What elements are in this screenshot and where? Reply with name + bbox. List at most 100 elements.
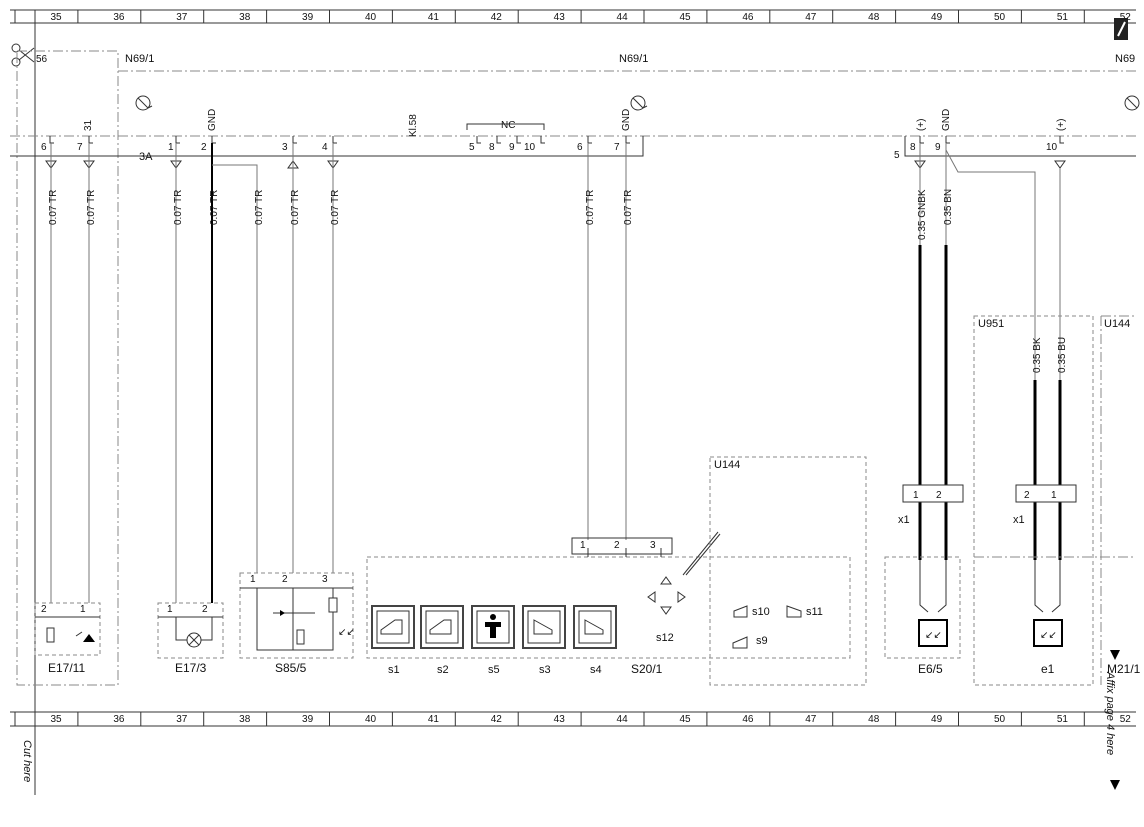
svg-text:↙↙: ↙↙ (1040, 630, 1057, 641)
wire-label: 0.07 TR (86, 190, 97, 225)
grid-column-number: 36 (113, 12, 125, 23)
ground-icon (1124, 95, 1140, 111)
pin-number: 2 (202, 604, 208, 615)
switch-label: s12 (656, 632, 674, 644)
prev-page-ref: 56 (36, 54, 48, 65)
grid-column-number: 37 (176, 714, 188, 725)
ground-icon (135, 95, 153, 111)
pin-number: 9 (509, 142, 515, 153)
grid-column-number: 49 (931, 714, 943, 725)
grid-column-number: 36 (113, 714, 125, 725)
component-e6-5: x1 1 2 ↙↙ E6/5 (884, 484, 964, 676)
grid-column-number: 45 (679, 12, 691, 23)
grid-column-number: 41 (428, 714, 440, 725)
n69-left-label: N69/1 (125, 53, 154, 65)
grid-column-number: 38 (239, 12, 251, 23)
component-label: S20/1 (631, 662, 663, 676)
switch-s3 (522, 605, 566, 649)
grid-column-number: 41 (428, 12, 440, 23)
pin-number: 9 (935, 142, 941, 153)
switch-s5 (471, 605, 515, 649)
pin-number: 5 (894, 150, 900, 161)
grid-column-number: 40 (365, 12, 377, 23)
grid-column-number: 48 (868, 714, 880, 725)
n69-right-label: N69 (1115, 53, 1135, 65)
pin-number: 6 (41, 142, 47, 153)
module-label: U144 (1104, 318, 1130, 330)
pin-number: 8 (489, 142, 495, 153)
switch-label: s10 (752, 606, 770, 618)
component-e17-3: 1 2 E17/3 (157, 602, 224, 675)
pin-number: 5 (469, 142, 475, 153)
pin-number: 10 (1046, 142, 1058, 153)
fuse-label: 3A (139, 151, 153, 163)
grid-column-number: 43 (554, 714, 566, 725)
grid-column-number: 47 (805, 714, 817, 725)
grid-column-number: 39 (302, 714, 314, 725)
pin-number: 1 (1051, 490, 1057, 501)
pin-number: 2 (201, 142, 207, 153)
switch-label: s2 (437, 664, 449, 676)
pin-number: 3 (282, 142, 288, 153)
grid-column-number: 37 (176, 12, 188, 23)
pin-number: 1 (167, 604, 173, 615)
component-s85-5: 1 2 3 ↙↙ S85/5 (239, 572, 355, 675)
n69-left-boundary (16, 50, 119, 686)
light-sensor-icon (918, 619, 948, 647)
scissors-icon (11, 43, 35, 67)
pin-number: 4 (322, 142, 328, 153)
pin-number: 2 (614, 540, 620, 551)
pin-number: 1 (250, 574, 256, 585)
grid-column-number: 35 (50, 714, 62, 725)
component-label: E17/3 (175, 661, 207, 675)
wire-label: 0.35 GNBK (917, 189, 928, 240)
switch-s4 (573, 605, 617, 649)
switch-s2 (420, 605, 464, 649)
wire-label: 0.07 TR (209, 190, 220, 225)
affix-here-label: Affix page 4 here (1104, 671, 1116, 755)
wire-label: 0.07 TR (173, 190, 184, 225)
grid-column-number: 42 (491, 12, 503, 23)
module-label: U144 (714, 459, 740, 471)
svg-text:↙↙: ↙↙ (338, 627, 355, 638)
grid-column-number: 49 (931, 12, 943, 23)
component-label: E17/11 (48, 661, 85, 675)
pin-number: 2 (282, 574, 288, 585)
pin-number: 1 (168, 142, 174, 153)
grid-column-number: 47 (805, 12, 817, 23)
nc-label: NC (501, 120, 515, 131)
switch-label: s3 (539, 664, 551, 676)
grid-column-number: 42 (491, 714, 503, 725)
module-u144-right: U144 M21/1 (1100, 315, 1141, 685)
grid-column-number: 46 (742, 12, 754, 23)
pin-number: 8 (910, 142, 916, 153)
component-label: e1 (1041, 662, 1055, 676)
pin-label-gnd: GND (207, 109, 218, 131)
wire-label: 0.07 TR (623, 190, 634, 225)
component-e17-11: 2 1 E17/11 (34, 602, 101, 675)
pencil-icon (1114, 18, 1128, 40)
grid-column-number: 44 (617, 12, 629, 23)
module-u951: U951 x1 2 1 ↙↙ e1 (973, 315, 1136, 686)
light-sensor-icon (1033, 619, 1063, 647)
switch-label: s9 (756, 635, 768, 647)
pin-number: 2 (1024, 490, 1030, 501)
connector-pin-numbers: 6 7 1 2 3 4 5 8 9 10 6 7 5 8 9 10 (41, 142, 1058, 161)
wire-label: 0.35 BU (1057, 337, 1068, 373)
pin-label-kl58: Kl.58 (408, 114, 419, 137)
pin-number: 3 (650, 540, 656, 551)
switch-s1 (371, 605, 415, 649)
switch-label: s5 (488, 664, 500, 676)
cut-here-label: Cut here (21, 740, 33, 782)
component-label: S85/5 (275, 661, 307, 675)
module-label: U951 (978, 318, 1004, 330)
pin-number: 1 (913, 490, 919, 501)
grid-column-number: 35 (50, 12, 62, 23)
grid-column-number: 43 (554, 12, 566, 23)
arrow-down-icon (1110, 780, 1120, 790)
grid-column-number: 40 (365, 714, 377, 725)
ground-icon (630, 95, 648, 111)
connector-strip (10, 135, 1136, 157)
pin-label-plus: (+) (916, 119, 927, 132)
arrow-down-icon (1110, 650, 1120, 660)
